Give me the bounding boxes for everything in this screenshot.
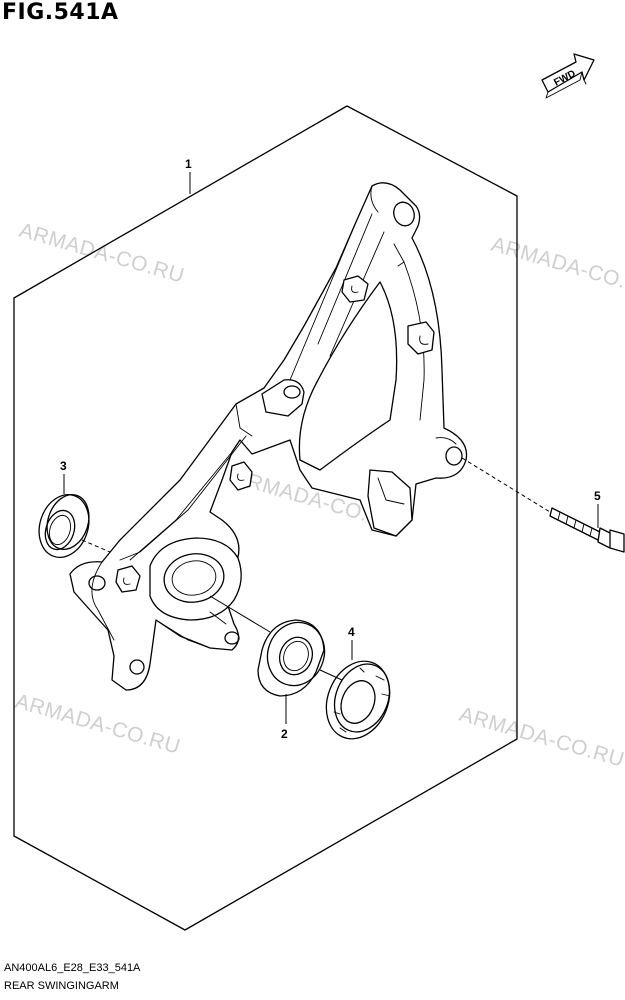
diagram-name: REAR SWINGINGARM (4, 980, 119, 992)
seal-part-4 (325, 660, 391, 740)
callout-4: 4 (348, 625, 355, 639)
figure-title: FIG.541A (2, 0, 119, 25)
callout-2: 2 (281, 727, 288, 741)
fwd-arrow-icon: FWD (541, 53, 595, 99)
assembly-line-bolt (461, 457, 551, 513)
assembly-line-seal-right (319, 669, 343, 681)
callout-3: 3 (60, 459, 67, 473)
watermark: ARMADA-CO.RU (489, 233, 625, 302)
bolt-part-5 (549, 507, 625, 553)
callout-5: 5 (594, 489, 601, 503)
assembly-outline (13, 105, 518, 931)
fwd-label: FWD (552, 68, 577, 88)
callout-1: 1 (185, 157, 192, 171)
watermark: ARMADA-CO.RU (457, 703, 625, 772)
assembly-line-pivot (209, 595, 271, 633)
bearing-part-2 (257, 619, 326, 697)
swingarm-part-1 (69, 182, 468, 691)
watermark: ARMADA-CO.RU (13, 690, 183, 759)
assembly-line-seal-left (81, 539, 111, 553)
watermark: ARMADA-CO.RU (17, 219, 187, 288)
seal-part-3 (38, 494, 90, 558)
diagram-code: AN400AL6_E28_E33_541A (4, 962, 141, 974)
